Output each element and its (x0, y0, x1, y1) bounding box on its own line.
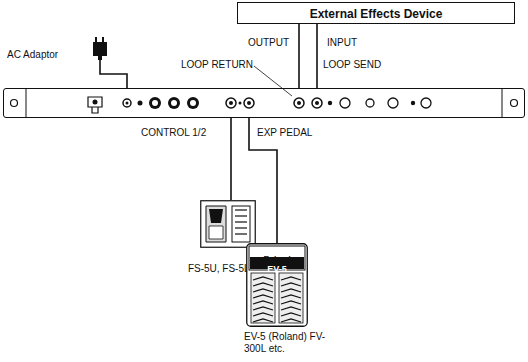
cord-hook (88, 97, 102, 113)
ac-adaptor-shape (89, 36, 111, 60)
node-text: LOOP SEND (323, 59, 381, 71)
switch (138, 101, 143, 106)
cable (316, 24, 318, 88)
jack-label: OUTPUT (248, 37, 289, 48)
phone-jack (247, 101, 251, 105)
output-jack (388, 98, 398, 108)
expression-pedal: RolandEV-5EV-5 (Roland) FV-300L etc. (246, 243, 308, 327)
node-text: Roland (263, 254, 290, 264)
jack-label: INPUT (327, 37, 357, 48)
rack-ear-line (26, 88, 27, 118)
screw-hole (11, 100, 18, 107)
panel-dot (239, 102, 242, 105)
midi-jacks (149, 97, 199, 109)
phone-jack (297, 101, 301, 105)
node-text: EV-5 (267, 264, 287, 275)
output-jack (366, 99, 374, 107)
phone-jack (226, 98, 236, 108)
output-jack (421, 98, 431, 108)
panel-dot (328, 101, 332, 105)
phone-jack (229, 101, 233, 105)
effects-device-box: External Effects Device (237, 2, 515, 24)
ac-adaptor: AC Adaptor (89, 36, 111, 60)
output-jack (340, 98, 350, 108)
footswitch: FS-5U, FS-5L etc. (200, 200, 256, 248)
node-text: EXP PEDAL (257, 127, 312, 139)
node-text: External Effects Device (310, 7, 443, 21)
footswitch-shape (200, 200, 256, 248)
phone-jack (294, 98, 304, 108)
panel-dot (411, 101, 415, 105)
phone-jack (244, 98, 254, 108)
node-text: LOOP RETURN (181, 59, 253, 71)
dc-jack (126, 102, 129, 105)
midi-jacks (152, 100, 196, 106)
node-text: AC Adaptor (7, 49, 58, 61)
leader-line (254, 66, 292, 96)
rear-panel: LOOP RETURNLOOP SENDCONTROL 1/2EXP PEDAL (3, 88, 525, 118)
phone-jack (315, 101, 319, 105)
node-text: EV-5 (Roland) FV-300L etc. (244, 331, 330, 355)
cable (100, 60, 127, 88)
cable (298, 24, 300, 88)
phone-jack (312, 98, 322, 108)
cord-hook (93, 100, 98, 105)
rack-ear-line (502, 88, 503, 118)
screw-hole (511, 100, 518, 107)
dc-jack (123, 99, 131, 107)
node-text: CONTROL 1/2 (141, 127, 206, 139)
cable (230, 118, 232, 200)
